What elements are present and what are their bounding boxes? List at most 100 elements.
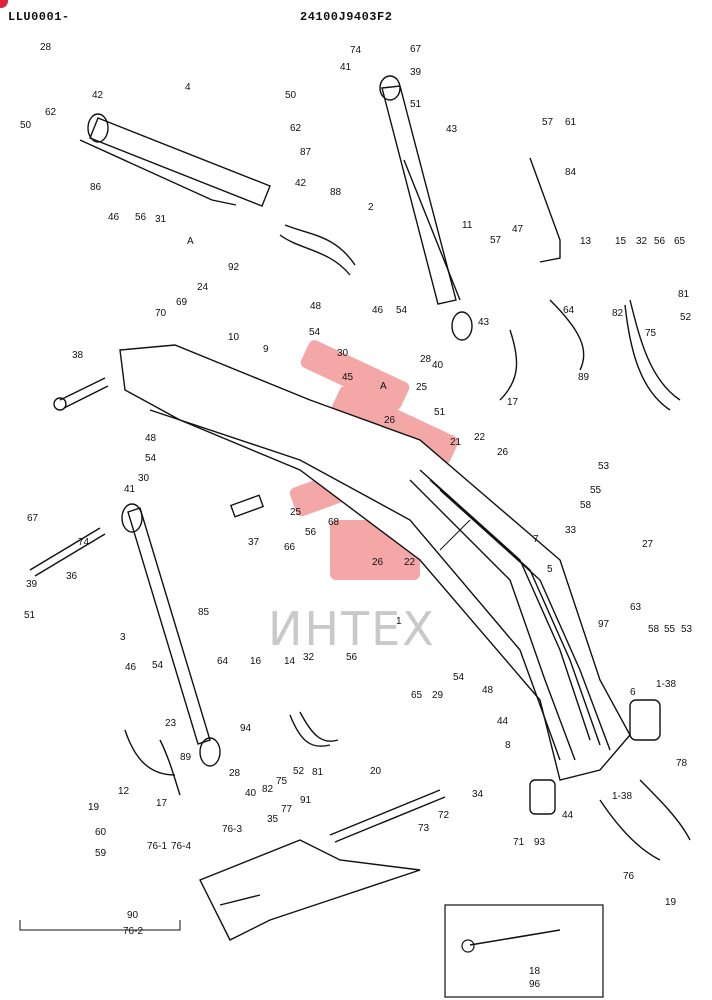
callout-37: 37	[248, 537, 260, 548]
callout-82: 82	[612, 308, 624, 319]
callout-23: 23	[165, 718, 177, 729]
callout-73: 73	[418, 823, 430, 834]
callout-15: 15	[615, 236, 627, 247]
callout-10: 10	[228, 332, 240, 343]
callout-54: 54	[453, 672, 465, 683]
callout-28: 28	[229, 768, 241, 779]
callout-76-2: 76-2	[123, 926, 143, 937]
callout-39: 39	[26, 579, 38, 590]
callout-25: 25	[416, 382, 428, 393]
callout-9: 9	[263, 344, 269, 355]
callout-94: 94	[240, 723, 252, 734]
header-left-code: LLU0001-	[8, 10, 70, 24]
callout-54: 54	[152, 660, 164, 671]
callout-55: 55	[664, 624, 676, 635]
callout-77: 77	[281, 804, 293, 815]
callout-69: 69	[176, 297, 188, 308]
callout-76-3: 76-3	[222, 824, 242, 835]
callout-8: 8	[505, 740, 511, 751]
callout-38: 38	[72, 350, 84, 361]
callout-76: 76	[623, 871, 635, 882]
callout-33: 33	[565, 525, 577, 536]
callout-50: 50	[20, 120, 32, 131]
callout-97: 97	[598, 619, 610, 630]
callout-22: 22	[474, 432, 486, 443]
callout-86: 86	[90, 182, 102, 193]
callout-45: 45	[342, 372, 354, 383]
callout-56: 56	[346, 652, 358, 663]
callout-59: 59	[95, 848, 107, 859]
header-center-code: 24100J9403F2	[300, 10, 393, 24]
callout-58: 58	[648, 624, 660, 635]
callout-28: 28	[420, 354, 432, 365]
callout-41: 41	[340, 62, 352, 73]
callout-36: 36	[66, 571, 78, 582]
callout-46: 46	[108, 212, 120, 223]
callout-26: 26	[384, 415, 396, 426]
callout-13: 13	[580, 236, 592, 247]
callout-57: 57	[542, 117, 554, 128]
callout-53: 53	[598, 461, 610, 472]
callout-63: 63	[630, 602, 642, 613]
callout-67: 67	[27, 513, 39, 524]
callout-75: 75	[276, 776, 288, 787]
callout-74: 74	[78, 537, 90, 548]
callout-1: 1	[396, 616, 402, 627]
callout-7: 7	[533, 534, 539, 545]
callout-84: 84	[565, 167, 577, 178]
callout-17: 17	[507, 397, 519, 408]
callout-51: 51	[434, 407, 446, 418]
callout-92: 92	[228, 262, 240, 273]
callout-46: 46	[372, 305, 384, 316]
callout-5: 5	[547, 564, 553, 575]
callout-60: 60	[95, 827, 107, 838]
callout-61: 61	[565, 117, 577, 128]
callout-55: 55	[590, 485, 602, 496]
callout-18: 18	[529, 966, 541, 977]
callout-11: 11	[462, 220, 473, 231]
callout-40: 40	[245, 788, 257, 799]
callout-30: 30	[138, 473, 150, 484]
callout-88: 88	[330, 187, 342, 198]
callout-46: 46	[125, 662, 137, 673]
callout-48: 48	[310, 301, 322, 312]
callout-89: 89	[578, 372, 590, 383]
callout-58: 58	[580, 500, 592, 511]
callout-85: 85	[198, 607, 210, 618]
callout-62: 62	[290, 123, 302, 134]
callout-14: 14	[284, 656, 296, 667]
callout-51: 51	[410, 99, 422, 110]
callout-19: 19	[88, 802, 100, 813]
callout-65: 65	[674, 236, 686, 247]
callout-65: 65	[411, 690, 423, 701]
callout-72: 72	[438, 810, 450, 821]
callout-30: 30	[337, 348, 349, 359]
callout-19: 19	[665, 897, 677, 908]
callout-54: 54	[396, 305, 408, 316]
callout-57: 57	[490, 235, 502, 246]
callout-12: 12	[118, 786, 130, 797]
callout-43: 43	[478, 317, 490, 328]
callout-A: A	[380, 381, 387, 392]
callout-32: 32	[636, 236, 648, 247]
callout-75: 75	[645, 328, 657, 339]
callout-2: 2	[368, 202, 374, 213]
callout-29: 29	[432, 690, 444, 701]
callout-76-1: 76-1	[147, 841, 167, 852]
callout-22: 22	[404, 557, 416, 568]
callout-43: 43	[446, 124, 458, 135]
callout-76-4: 76-4	[171, 841, 191, 852]
callout-50: 50	[285, 90, 297, 101]
callout-4: 4	[185, 82, 191, 93]
callout-66: 66	[284, 542, 296, 553]
callout-42: 42	[295, 178, 307, 189]
callout-81: 81	[312, 767, 324, 778]
callout-28: 28	[40, 42, 52, 53]
callout-26: 26	[497, 447, 509, 458]
callout-56: 56	[135, 212, 147, 223]
callout-6: 6	[630, 687, 636, 698]
callout-31: 31	[155, 214, 167, 225]
